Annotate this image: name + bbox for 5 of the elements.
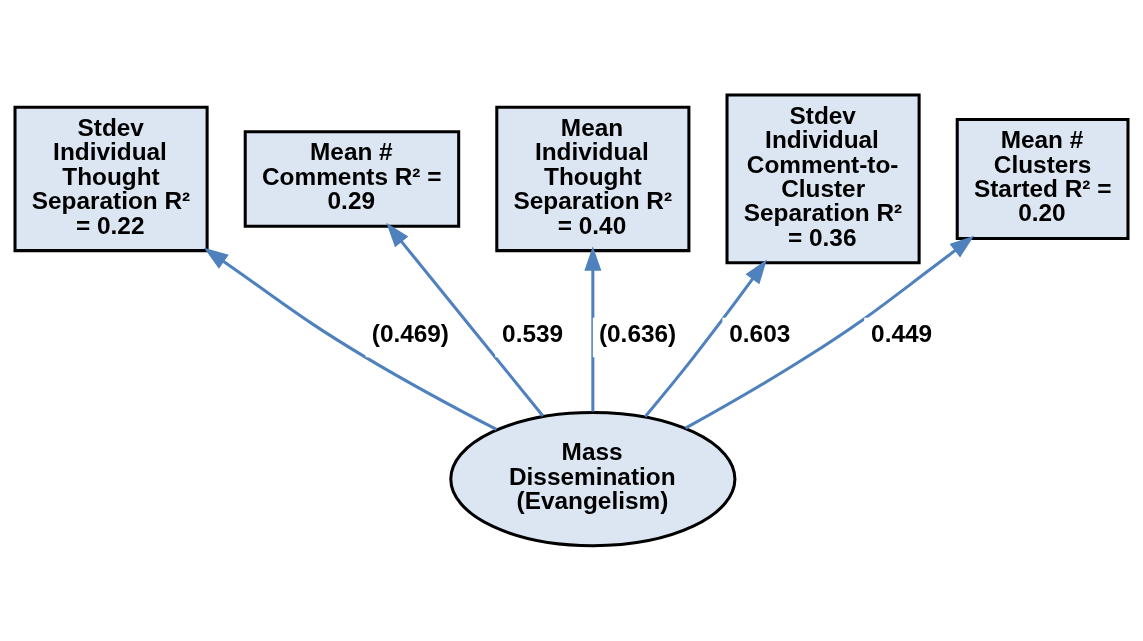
edge-label: 0.449 (871, 319, 933, 347)
edge-label: (0.636) (598, 319, 677, 347)
edge-label: (0.469) (371, 319, 450, 347)
edge-label: 0.603 (729, 319, 791, 347)
edge-label: 0.539 (502, 319, 564, 347)
